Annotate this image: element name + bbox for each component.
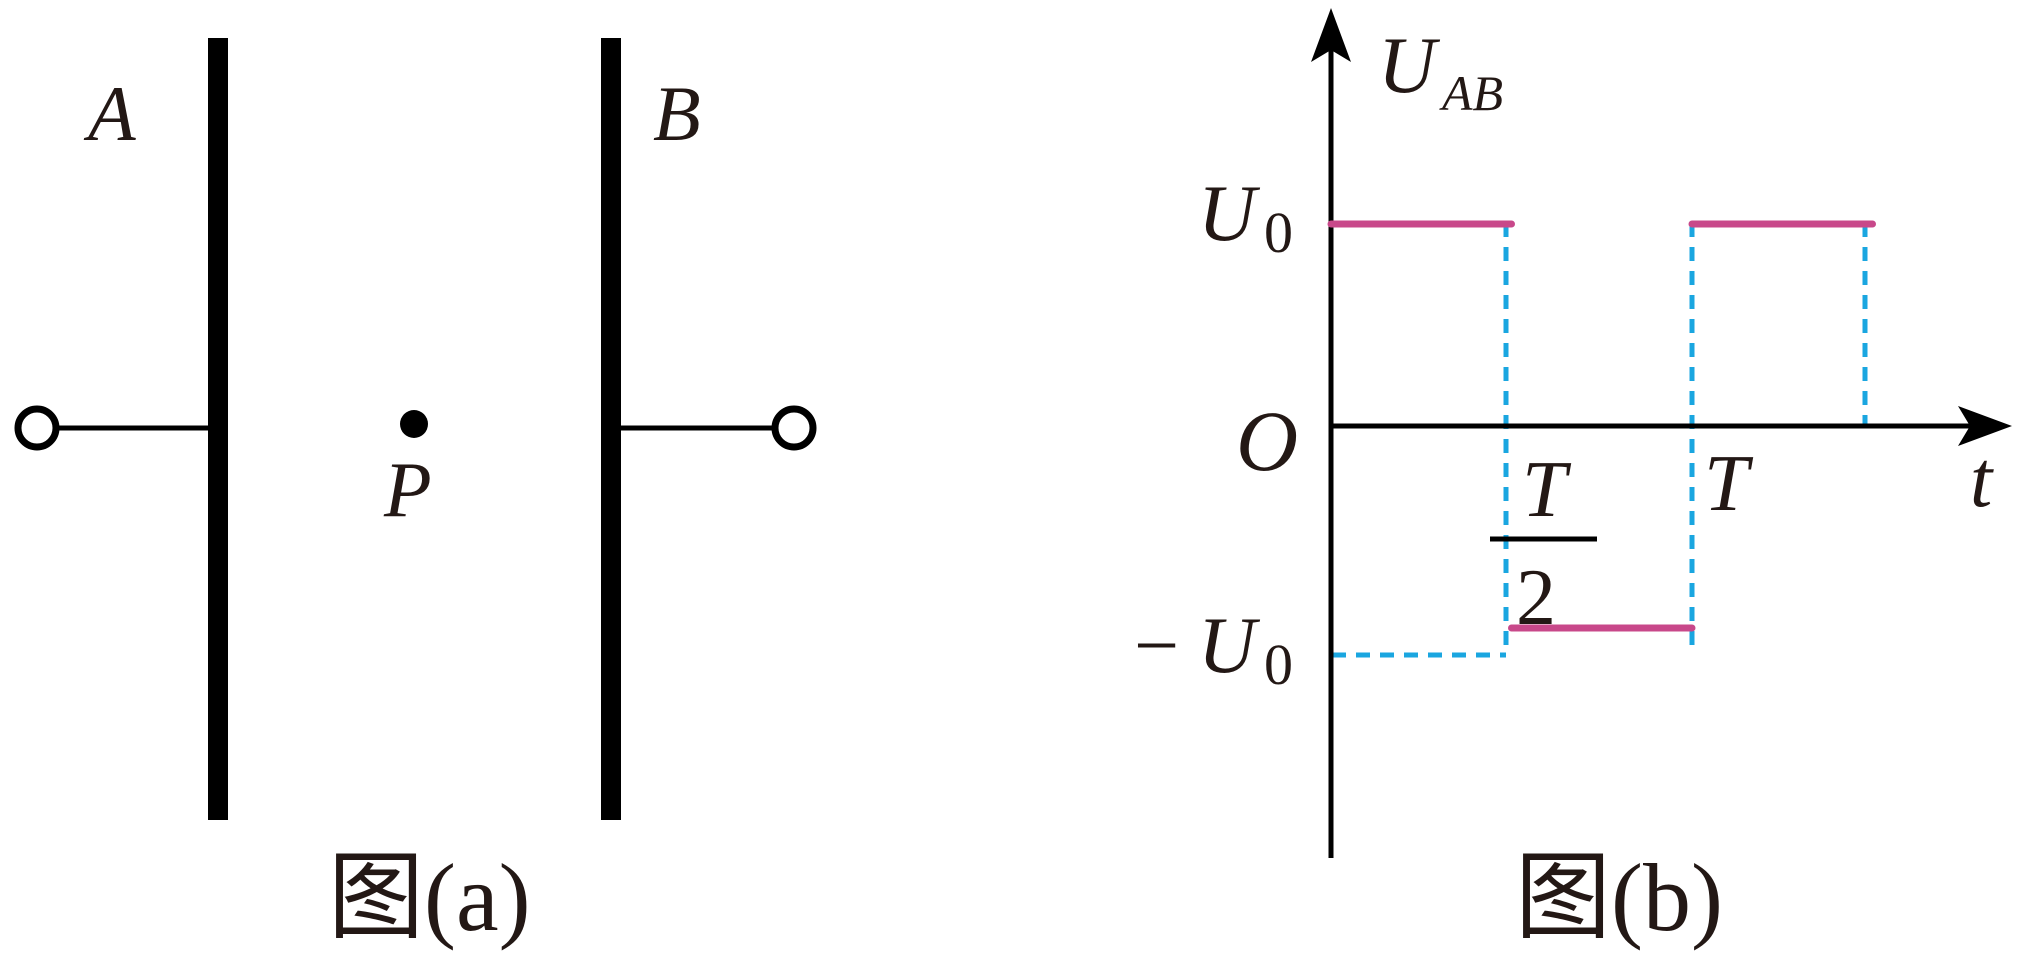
point-p-dot [400,410,428,438]
neg-level-label: U [1198,602,1261,690]
y-axis-label: U [1378,22,1441,110]
y-axis-arrow [1311,8,1351,62]
pos-level-subscript: 0 [1264,200,1293,265]
x-axis-label: t [1970,436,1994,524]
figure-a: A B P 图(a) [14,38,817,951]
tick-half-period-numerator: T [1522,446,1572,534]
neg-level-sign: − [1134,602,1179,690]
figure-b: U AB t O U 0 − U 0 T 2 T 图(b) [1134,8,2012,951]
signal-series [1327,220,1876,632]
caption-b: 图(b) [1515,844,1723,951]
caption-a: 图(a) [328,844,531,951]
point-p-label: P [383,446,432,533]
plate-a-label: A [83,70,136,157]
tick-half-period-denominator: 2 [1516,554,1556,642]
neg-level-subscript: 0 [1264,632,1293,697]
terminal-b [771,405,817,451]
pos-level-label: U [1198,170,1261,258]
tick-period-label: T [1704,440,1754,528]
y-axis-subscript: AB [1439,65,1503,121]
guide-lines [1332,223,1868,658]
x-axis-arrow [1958,406,2012,446]
terminal-a [14,405,60,451]
plate-b-label: B [653,70,701,157]
origin-label: O [1236,393,1298,489]
